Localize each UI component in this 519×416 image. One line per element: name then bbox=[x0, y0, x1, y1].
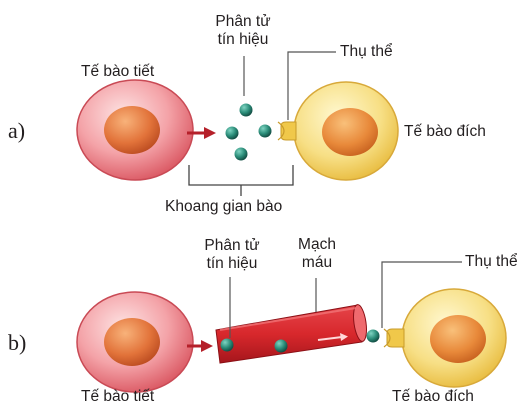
signal-molecule bbox=[275, 340, 288, 353]
signal-molecule-line2-a: tín hiệu bbox=[198, 31, 288, 49]
receptor-label-b: Thụ thể bbox=[465, 253, 518, 271]
signal-molecule bbox=[367, 330, 380, 343]
signal-molecule-label-b: Phân tử tín hiệu bbox=[187, 237, 277, 273]
receptor-label-a: Thụ thể bbox=[340, 43, 393, 61]
receptor-a bbox=[281, 122, 296, 140]
target-cell-label-a: Tế bào đích bbox=[404, 123, 486, 141]
signal-molecule-line2-b: tín hiệu bbox=[187, 255, 277, 273]
part-label-a: a) bbox=[8, 118, 25, 144]
signal-molecule bbox=[259, 125, 272, 138]
target-cell-b bbox=[384, 289, 506, 387]
blood-vessel bbox=[216, 304, 369, 363]
signal-molecule-label-a: Phân tử tín hiệu bbox=[198, 13, 288, 49]
part-label-b: b) bbox=[8, 330, 26, 356]
signal-molecule bbox=[235, 148, 248, 161]
blood-vessel-line2: máu bbox=[286, 254, 348, 272]
secreting-cell-label-b: Tế bào tiết bbox=[81, 388, 154, 406]
signal-molecule bbox=[221, 339, 234, 352]
target-cell-a bbox=[278, 82, 398, 180]
secreting-cell-a bbox=[77, 80, 193, 180]
signal-molecules-a bbox=[226, 104, 272, 161]
signal-molecule-line1-a: Phân tử bbox=[198, 13, 288, 31]
target-cell-label-b: Tế bào đích bbox=[392, 388, 474, 406]
interstitial-space-label: Khoang gian bào bbox=[165, 198, 282, 216]
interstitial-bracket bbox=[189, 165, 293, 185]
signal-molecule bbox=[240, 104, 253, 117]
blood-vessel-line1: Mạch bbox=[286, 236, 348, 254]
blood-vessel-label: Mạch máu bbox=[286, 236, 348, 272]
signal-molecule-line1-b: Phân tử bbox=[187, 237, 277, 255]
secreting-cell-b bbox=[77, 292, 193, 392]
signal-molecule bbox=[226, 127, 239, 140]
secreting-cell-label-a: Tế bào tiết bbox=[81, 63, 154, 81]
